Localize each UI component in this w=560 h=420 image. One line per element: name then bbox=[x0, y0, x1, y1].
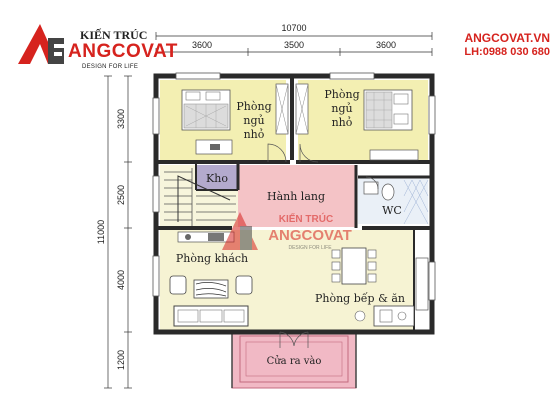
staircase bbox=[164, 168, 236, 226]
kitchen-side-unit bbox=[415, 257, 429, 311]
dim-left-segment-1: 3300 bbox=[116, 109, 126, 129]
dim-left-segment-4: 1200 bbox=[116, 350, 126, 370]
wc-label: WC bbox=[382, 204, 402, 217]
logo-name-main: ANGCOVAT bbox=[68, 41, 178, 62]
armchairs bbox=[169, 275, 253, 295]
watermark-name-top: KIẾN TRÚC bbox=[279, 212, 333, 225]
logo-name-top: KIẾN TRÚC bbox=[80, 28, 148, 42]
windows bbox=[152, 72, 436, 301]
desk-left bbox=[195, 139, 233, 155]
desk-right bbox=[369, 149, 419, 161]
coffee-table bbox=[193, 279, 229, 299]
storage-floor bbox=[196, 165, 238, 189]
website-text: ANGCOVAT.VN bbox=[464, 31, 550, 45]
dim-top-segment-3: 3600 bbox=[376, 40, 396, 50]
storage-label: Kho bbox=[206, 172, 228, 185]
wc-tiles bbox=[403, 179, 429, 225]
kitchen-label: Phòng bếp & ăn bbox=[315, 292, 405, 305]
bedroom-left-label-1: Phòng bbox=[236, 100, 271, 113]
bedroom-right-label-1: Phòng bbox=[324, 88, 359, 101]
wc-fixtures bbox=[363, 181, 395, 201]
kitchen-counter bbox=[354, 305, 415, 327]
watermark-tagline: DESIGN FOR LIFE bbox=[288, 245, 332, 251]
dim-top-segment-1: 3600 bbox=[192, 40, 212, 50]
logo-tagline: DESIGN FOR LIFE bbox=[82, 64, 139, 70]
tv-cabinet bbox=[177, 231, 235, 243]
bed-right bbox=[363, 89, 413, 131]
dim-left-segment-3: 4000 bbox=[116, 270, 126, 290]
bedroom-left-label-3: nhỏ bbox=[244, 128, 265, 141]
doors bbox=[267, 143, 379, 348]
watermark-name-main: ANGCOVAT bbox=[268, 227, 352, 244]
hallway-label: Hành lang bbox=[267, 190, 325, 203]
bed-left bbox=[181, 89, 231, 131]
bedroom-left-label-2: ngủ bbox=[243, 114, 264, 127]
dim-top-segment-2: 3500 bbox=[284, 40, 304, 50]
hallway-floor bbox=[238, 165, 356, 227]
living-label: Phòng khách bbox=[176, 252, 248, 265]
watermark-logo: KIẾN TRÚC ANGCOVAT DESIGN FOR LIFE bbox=[222, 212, 352, 251]
dim-total-height: 11000 bbox=[96, 220, 106, 244]
wardrobe-left bbox=[275, 83, 309, 135]
phone-text: LH:0988 030 680 bbox=[464, 46, 550, 58]
entrance-label: Cửa ra vào bbox=[267, 356, 322, 367]
porch-area bbox=[231, 329, 357, 389]
dim-left-segment-2: 2500 bbox=[116, 185, 126, 205]
dining-set bbox=[331, 247, 377, 285]
bedroom-right-label-3: nhỏ bbox=[332, 116, 353, 129]
logo-mark bbox=[18, 24, 64, 64]
sofa bbox=[173, 305, 249, 327]
dim-total-width: 10700 bbox=[281, 23, 306, 33]
bedroom-right-label-2: ngủ bbox=[331, 102, 352, 115]
dimension-lines bbox=[104, 32, 433, 389]
